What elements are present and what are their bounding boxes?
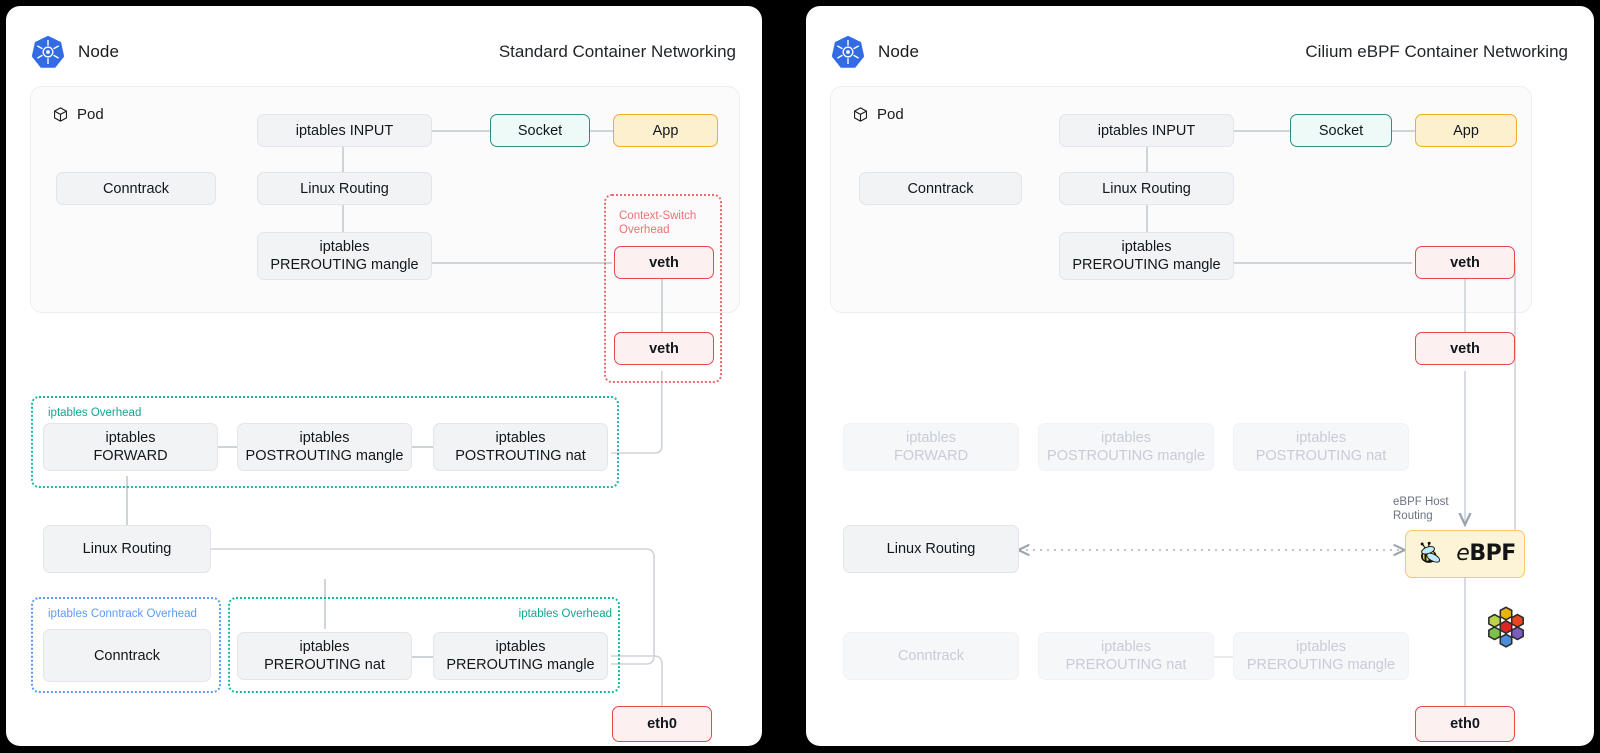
box-veth-inner-left[interactable]: veth xyxy=(614,246,714,279)
group-iptables-conntrack-overhead xyxy=(31,597,221,693)
right-panel-title: Cilium eBPF Container Networking xyxy=(1305,42,1568,61)
group-label-iptables-overhead-bottom: iptables Overhead xyxy=(518,608,612,620)
line-socket-to-app-r xyxy=(1392,130,1416,132)
line-socket-to-app xyxy=(590,130,614,132)
box-iptables-postrouting-mangle-left[interactable]: iptables POSTROUTING mangle xyxy=(237,423,412,471)
box-iptables-prerouting-mangle-pod-left[interactable]: iptables PREROUTING mangle xyxy=(257,232,432,280)
right-panel-header: Node Cilium eBPF Container Networking xyxy=(806,6,1594,94)
line-input-to-routing xyxy=(342,146,344,174)
box-eth0-left[interactable]: eth0 xyxy=(612,706,712,742)
group-iptables-overhead-top xyxy=(31,396,619,488)
line-forward-to-pmangle xyxy=(218,446,240,448)
line-input-to-socket xyxy=(431,130,493,132)
line-input-to-socket-r xyxy=(1234,130,1292,132)
box-ebpf[interactable]: eBPF xyxy=(1405,530,1525,578)
kubernetes-logo-icon xyxy=(31,35,65,68)
box-iptables-prerouting-nat-right[interactable]: iptables PREROUTING nat xyxy=(1038,632,1214,680)
line-pmangle-to-pnat xyxy=(412,446,434,448)
box-conntrack-pod-right[interactable]: Conntrack xyxy=(859,172,1022,205)
pod-tag-right: Pod xyxy=(852,106,904,123)
box-iptables-input-left[interactable]: iptables INPUT xyxy=(257,114,432,147)
line-prenat-to-premangle-r xyxy=(1212,656,1234,658)
node-badge-right: Node xyxy=(830,34,919,70)
pod-cube-icon xyxy=(853,107,868,122)
line-routing-to-mangle xyxy=(342,202,344,232)
box-app-left[interactable]: App xyxy=(613,114,718,147)
group-label-conntrack-overhead: iptables Conntrack Overhead xyxy=(48,608,197,620)
box-veth-inner-right[interactable]: veth xyxy=(1415,246,1515,279)
line-prenat-to-premangle xyxy=(412,656,434,658)
panel-cilium-networking: Node Cilium eBPF Container Networking Po… xyxy=(806,6,1594,746)
box-app-right[interactable]: App xyxy=(1415,114,1517,147)
line-forward-to-routing xyxy=(126,476,128,526)
node-label: Node xyxy=(878,42,920,61)
box-iptables-prerouting-mangle-host-right[interactable]: iptables PREROUTING mangle xyxy=(1233,632,1409,680)
box-eth0-right[interactable]: eth0 xyxy=(1415,706,1515,742)
node-label: Node xyxy=(78,42,120,61)
line-input-to-routing-r xyxy=(1146,146,1148,174)
line-routing-to-mangle-r xyxy=(1146,202,1148,232)
note-ebpf-host-routing: eBPF Host Routing xyxy=(1393,496,1449,522)
box-linux-routing-host-left[interactable]: Linux Routing xyxy=(43,525,211,573)
box-iptables-postrouting-mangle-right[interactable]: iptables POSTROUTING mangle xyxy=(1038,423,1214,471)
box-iptables-prerouting-mangle-host-left[interactable]: iptables PREROUTING mangle xyxy=(433,632,608,680)
group-context-switch-overhead xyxy=(604,194,722,383)
box-linux-routing-host-right[interactable]: Linux Routing xyxy=(843,525,1019,573)
group-iptables-overhead-bottom xyxy=(228,597,620,693)
pod-cube-icon xyxy=(53,107,68,122)
box-socket-right[interactable]: Socket xyxy=(1290,114,1392,147)
ebpf-bee-icon xyxy=(1420,541,1441,563)
box-iptables-postrouting-nat-left[interactable]: iptables POSTROUTING nat xyxy=(433,423,608,471)
kubernetes-logo-icon xyxy=(831,35,865,68)
group-label-context-switch: Context-Switch Overhead xyxy=(619,210,697,236)
group-label-iptables-overhead-top: iptables Overhead xyxy=(48,407,142,419)
box-iptables-prerouting-nat-left[interactable]: iptables PREROUTING nat xyxy=(237,632,412,680)
node-badge-left: Node xyxy=(30,34,119,70)
box-conntrack-host-left[interactable]: Conntrack xyxy=(43,629,211,682)
box-iptables-postrouting-nat-right[interactable]: iptables POSTROUTING nat xyxy=(1233,423,1409,471)
box-iptables-forward-left[interactable]: iptables FORWARD xyxy=(43,423,218,471)
box-veth-outer-left[interactable]: veth xyxy=(614,332,714,365)
box-iptables-input-right[interactable]: iptables INPUT xyxy=(1059,114,1234,147)
left-panel-title: Standard Container Networking xyxy=(498,42,736,61)
box-iptables-forward-right[interactable]: iptables FORWARD xyxy=(843,423,1019,471)
line-mangle-to-veth xyxy=(431,262,612,264)
box-iptables-prerouting-mangle-pod-right[interactable]: iptables PREROUTING mangle xyxy=(1059,232,1234,280)
line-veth-to-veth xyxy=(661,278,663,342)
cilium-hexagons-icon xyxy=(1488,606,1524,648)
box-conntrack-host-right[interactable]: Conntrack xyxy=(843,632,1019,680)
pod-label: Pod xyxy=(77,106,104,123)
box-linux-routing-pod-left[interactable]: Linux Routing xyxy=(257,172,432,205)
line-mangle-to-veth-r xyxy=(1234,262,1412,264)
left-panel-header: Node Standard Container Networking xyxy=(6,6,762,94)
box-socket-left[interactable]: Socket xyxy=(490,114,590,147)
line-routing-to-prenat xyxy=(324,579,326,629)
box-conntrack-pod-left[interactable]: Conntrack xyxy=(56,172,216,205)
ebpf-label: eBPF xyxy=(1456,541,1516,566)
pod-tag-left: Pod xyxy=(52,106,104,123)
pod-label: Pod xyxy=(877,106,904,123)
box-linux-routing-pod-right[interactable]: Linux Routing xyxy=(1059,172,1234,205)
box-veth-outer-right[interactable]: veth xyxy=(1415,332,1515,365)
panel-standard-networking: Node Standard Container Networking Pod xyxy=(6,6,762,746)
